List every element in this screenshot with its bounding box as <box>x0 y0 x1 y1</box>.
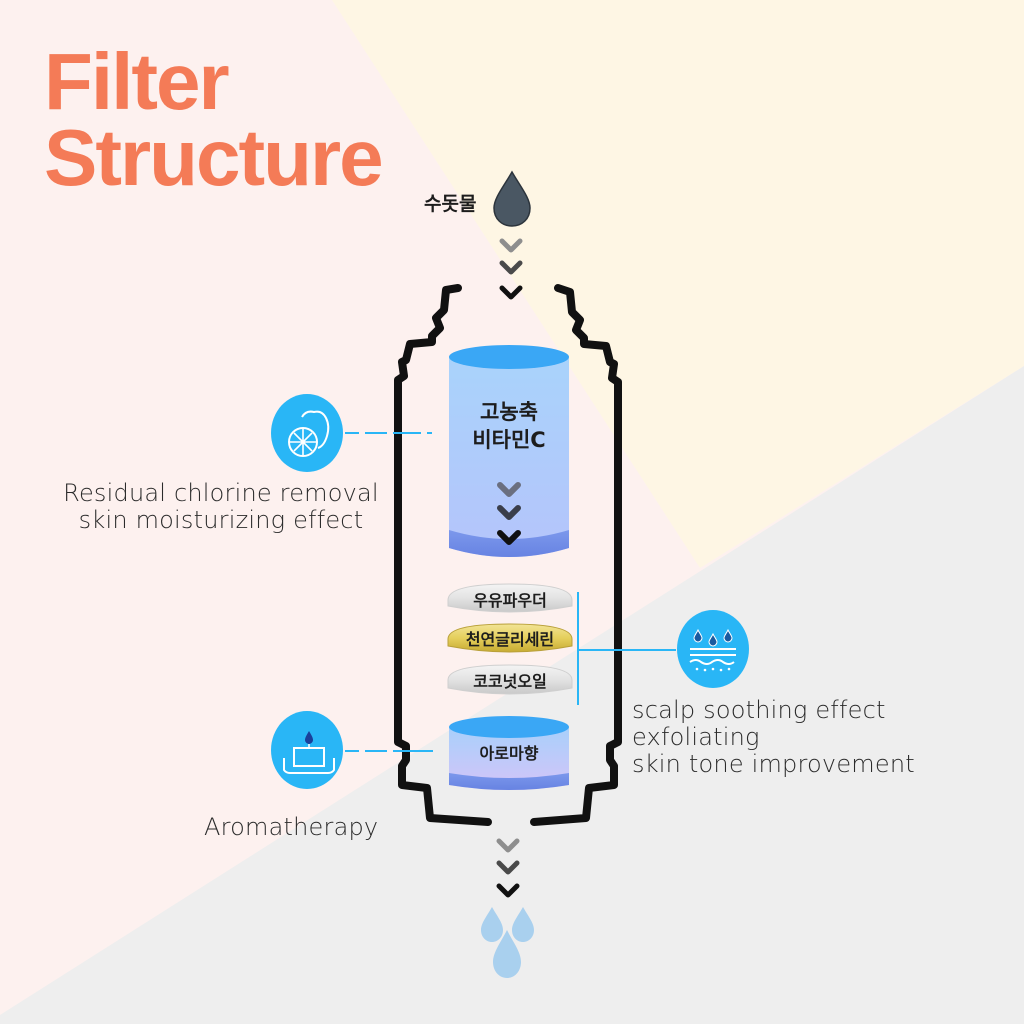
glycerin-label: 천연글리세린 <box>466 630 554 649</box>
vitamin-c-label-line-1: 고농축 <box>480 400 538 424</box>
title-line-2: Structure <box>44 113 384 202</box>
chevron-down-icon <box>496 838 520 853</box>
chevron-down-icon <box>497 482 521 497</box>
callout-line: Aromatherapy <box>204 813 379 841</box>
water-drop-icon <box>493 170 531 227</box>
callout-connectors <box>345 432 676 752</box>
layer-milk-powder: 우유파우더 <box>447 583 573 613</box>
vitamin-c-callout-text: Residual chlorine removal skin moisturiz… <box>62 480 380 534</box>
lemon-slice-icon <box>271 394 343 472</box>
callout-line: Residual chlorine removal <box>63 479 379 507</box>
layer-glycerin: 천연글리세린 <box>447 623 573 653</box>
chevron-down-icon <box>499 260 523 275</box>
milk-powder-label: 우유파우더 <box>473 591 547 610</box>
input-label: 수돗물 <box>424 193 476 215</box>
layer-coconut-oil: 코코넛오일 <box>447 664 573 695</box>
chevron-down-icon <box>497 505 521 520</box>
title-line-1: Filter <box>44 37 230 126</box>
coconut-oil-label: 코코넛오일 <box>473 672 547 691</box>
water-waves-icon <box>677 610 749 688</box>
bg-gray <box>0 366 1024 1024</box>
chevron-down-icon <box>496 860 520 875</box>
outflow-chevrons <box>496 838 520 898</box>
callout-line: skin tone improvement <box>632 750 915 778</box>
bg-cream <box>332 0 1024 568</box>
filter-housing <box>394 284 622 826</box>
chevron-down-icon <box>499 285 523 300</box>
inflow-chevrons <box>499 238 523 300</box>
water-drops-icon <box>481 907 534 978</box>
chevron-down-icon <box>499 238 523 253</box>
chevron-down-icon <box>497 530 521 545</box>
candle-icon <box>271 711 343 789</box>
chevron-down-icon <box>496 883 520 898</box>
callout-line: skin moisturizing effect <box>78 506 364 534</box>
aroma-label: 아로마향 <box>480 744 539 763</box>
vitamin-c-label-line-2: 비타민C <box>472 428 545 452</box>
layer-vitamin-c: 고농축 비타민C <box>449 345 569 557</box>
callout-line: scalp soothing effect <box>632 696 886 724</box>
page-title: Filter Structure <box>44 37 384 202</box>
middle-layers-callout-text: scalp soothing effect exfoliating skin t… <box>632 697 952 778</box>
aroma-callout-text: Aromatherapy <box>204 814 378 841</box>
layer-aroma: 아로마향 <box>449 716 569 790</box>
callout-line: exfoliating <box>632 723 760 751</box>
